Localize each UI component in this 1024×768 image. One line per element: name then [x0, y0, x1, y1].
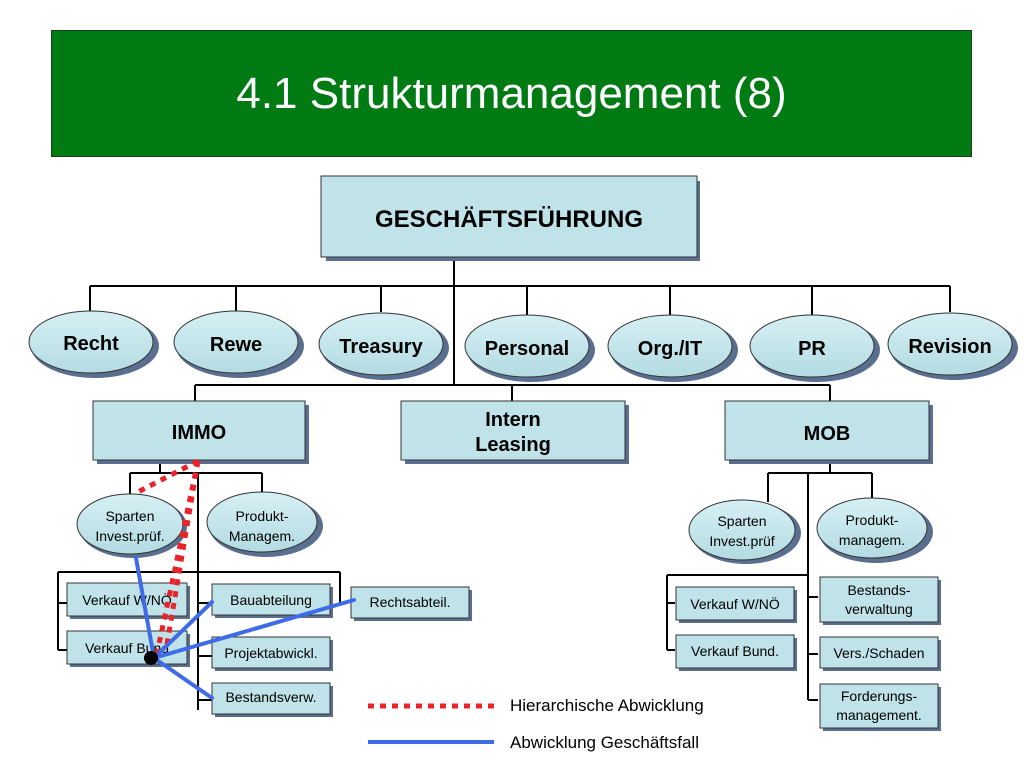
mob-verkauf-bund: Verkauf Bund. — [675, 634, 797, 671]
immo-produkt: Produkt- Managem. — [206, 491, 323, 557]
legend-hierarchisch-label: Hierarchische Abwicklung — [510, 696, 704, 715]
mob-produkt-label-2: managem. — [839, 532, 905, 548]
mob-sparten: Sparten Invest.prüf — [688, 499, 801, 564]
immo-bestandsverw: Bestandsverw. — [211, 682, 333, 717]
staff-treasury: Treasury — [318, 312, 449, 380]
immo-verkauf-bund: Verkauf Bund — [66, 630, 190, 667]
staff-pr: PR — [749, 314, 880, 382]
immo-projektabwickl: Projektabwickl. — [211, 636, 333, 671]
division-leasing-label-2: Leasing — [475, 434, 551, 456]
mob-bestands-label-1: Bestands- — [847, 582, 910, 598]
immo-sparten-label-1: Sparten — [105, 508, 154, 524]
mob-forderungs-label-1: Forderungs- — [841, 688, 918, 704]
mob-verkauf-wno-label: Verkauf W/NÖ — [690, 595, 780, 612]
mob-produkt-label-1: Produkt- — [846, 512, 899, 528]
mob-produkt: Produkt- managem. — [816, 497, 933, 563]
division-mob-label: MOB — [804, 423, 851, 445]
staff-recht-label: Recht — [63, 333, 119, 355]
geschaeftsfuehrung-box: GESCHÄFTSFÜHRUNG — [320, 175, 700, 261]
immo-bestandsverw-label: Bestandsverw. — [225, 689, 316, 705]
title-banner: 4.1 Strukturmanagement (8) — [51, 30, 972, 157]
division-leasing-label-1: Intern — [485, 409, 541, 431]
immo-sparten: Sparten Invest.prüf. — [76, 493, 187, 558]
staff-rewe: Rewe — [173, 310, 304, 378]
division-immo-label: IMMO — [172, 422, 226, 444]
division-mob: MOB — [724, 400, 933, 464]
immo-rechtsabteil-label: Rechtsabteil. — [370, 594, 451, 610]
staff-personal: Personal — [464, 314, 595, 382]
division-intern-leasing: Intern Leasing — [400, 400, 629, 464]
staff-revision-label: Revision — [908, 336, 991, 358]
legend-geschaeftsfall-label: Abwicklung Geschäftsfall — [510, 733, 699, 752]
immo-produkt-label-1: Produkt- — [236, 508, 289, 524]
flow-node-dot — [144, 651, 158, 665]
mob-bestands-label-2: verwaltung — [845, 601, 913, 617]
mob-sparten-label-1: Sparten — [717, 513, 766, 529]
staff-treasury-label: Treasury — [339, 336, 423, 358]
geschaeftsfuehrung-label: GESCHÄFTSFÜHRUNG — [375, 206, 643, 233]
division-immo: IMMO — [92, 400, 309, 464]
mob-bestandsverwaltung: Bestands- verwaltung — [819, 576, 941, 625]
immo-projektabwickl-label: Projektabwickl. — [224, 645, 317, 661]
mob-sparten-label-2: Invest.prüf — [709, 533, 774, 549]
immo-verkauf-wno-label: Verkauf W/NÖ — [82, 591, 172, 608]
immo-verkauf-wno: Verkauf W/NÖ — [66, 582, 190, 619]
staff-pr-label: PR — [798, 338, 826, 360]
staff-org-it: Org./IT — [607, 314, 738, 382]
staff-personal-label: Personal — [485, 338, 569, 360]
mob-forderungs-label-2: management. — [836, 707, 922, 723]
immo-produkt-label-2: Managem. — [229, 528, 295, 544]
flow-lines — [134, 556, 356, 700]
mob-forderungsmanagement: Forderungs- management. — [819, 683, 941, 731]
staff-org-it-label: Org./IT — [638, 338, 702, 360]
mob-verkauf-wno: Verkauf W/NÖ — [675, 586, 797, 623]
mob-vers-schaden: Vers./Schaden — [819, 636, 941, 671]
mob-verkauf-bund-label: Verkauf Bund. — [691, 643, 779, 659]
hierarchy-lines — [132, 458, 201, 659]
staff-revision: Revision — [887, 312, 1018, 380]
legend: Hierarchische Abwicklung Abwicklung Gesc… — [368, 696, 704, 752]
immo-sparten-label-2: Invest.prüf. — [95, 528, 164, 544]
immo-bauabteilung-label: Bauabteilung — [230, 592, 312, 608]
staff-rewe-label: Rewe — [210, 334, 262, 356]
mob-vers-label: Vers./Schaden — [833, 645, 924, 661]
immo-rechtsabteil: Rechtsabteil. — [350, 586, 472, 621]
staff-recht: Recht — [28, 310, 159, 378]
page-title: 4.1 Strukturmanagement (8) — [236, 68, 787, 118]
